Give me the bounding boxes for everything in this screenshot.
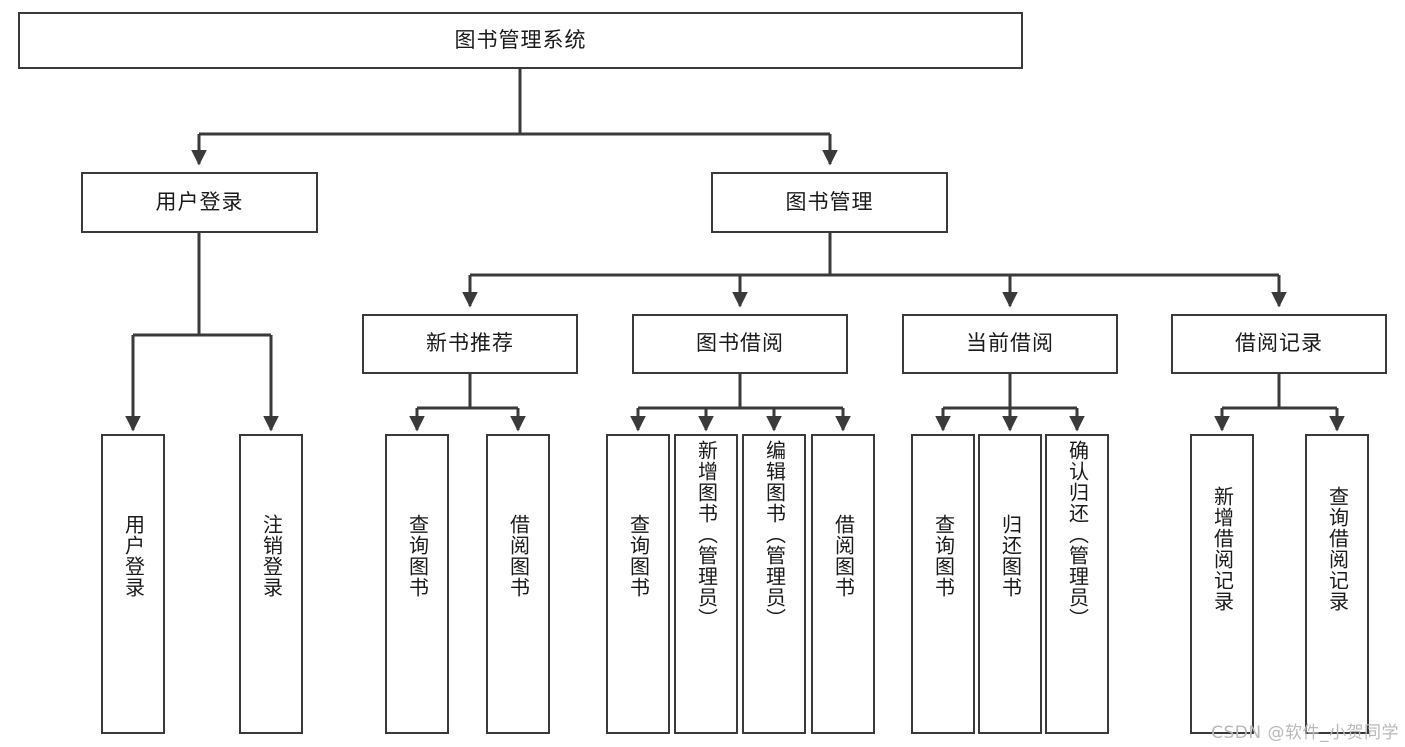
leaf-label: 查询图书 (405, 514, 430, 598)
leaf-borrow-records-query[interactable]: 查询借阅记录 (1305, 434, 1369, 734)
node-borrow-records[interactable]: 借阅记录 (1171, 314, 1387, 374)
leaf-label: 归还图书 (998, 514, 1023, 598)
leaf-label: 确认归还（管理员） (1065, 440, 1090, 629)
leaf-new-book-borrow[interactable]: 借阅图书 (486, 434, 550, 734)
leaf-user-login-logout[interactable]: 注销登录 (239, 434, 303, 734)
leaf-new-book-query[interactable]: 查询图书 (385, 434, 449, 734)
leaf-label: 新增图书（管理员） (694, 440, 719, 629)
node-current-borrow[interactable]: 当前借阅 (902, 314, 1118, 374)
leaf-book-borrow-edit[interactable]: 编辑图书（管理员） (742, 434, 806, 734)
node-new-book-recommend[interactable]: 新书推荐 (362, 314, 578, 374)
leaf-label: 查询图书 (626, 514, 651, 598)
leaf-current-borrow-confirm[interactable]: 确认归还（管理员） (1045, 434, 1109, 734)
leaf-label: 借阅图书 (831, 514, 856, 598)
leaf-book-borrow-borrow[interactable]: 借阅图书 (811, 434, 875, 734)
node-book-management-label: 图书管理 (785, 189, 874, 214)
node-root[interactable]: 图书管理系统 (18, 12, 1023, 69)
leaf-book-borrow-add[interactable]: 新增图书（管理员） (674, 434, 738, 734)
leaf-label: 用户登录 (121, 514, 146, 598)
node-book-borrow-label: 图书借阅 (696, 331, 784, 356)
node-new-book-recommend-label: 新书推荐 (426, 331, 514, 356)
leaf-user-login-login[interactable]: 用户登录 (101, 434, 165, 734)
node-book-borrow[interactable]: 图书借阅 (632, 314, 848, 374)
leaf-label: 查询借阅记录 (1325, 486, 1350, 612)
leaf-label: 新增借阅记录 (1210, 486, 1235, 612)
node-borrow-records-label: 借阅记录 (1235, 331, 1323, 356)
node-book-management[interactable]: 图书管理 (711, 172, 948, 233)
node-root-label: 图书管理系统 (454, 27, 587, 52)
csdn-watermark: CSDN @软件_小贺同学 (1211, 723, 1399, 743)
node-user-login[interactable]: 用户登录 (81, 172, 318, 233)
leaf-current-borrow-return[interactable]: 归还图书 (978, 434, 1042, 734)
leaf-borrow-records-add[interactable]: 新增借阅记录 (1190, 434, 1254, 734)
leaf-book-borrow-query[interactable]: 查询图书 (606, 434, 670, 734)
node-user-login-label: 用户登录 (155, 189, 244, 214)
leaf-label: 注销登录 (259, 514, 284, 598)
leaf-label: 查询图书 (931, 514, 956, 598)
leaf-current-borrow-query[interactable]: 查询图书 (911, 434, 975, 734)
node-current-borrow-label: 当前借阅 (966, 331, 1054, 356)
leaf-label: 借阅图书 (506, 514, 531, 598)
leaf-label: 编辑图书（管理员） (762, 440, 787, 629)
